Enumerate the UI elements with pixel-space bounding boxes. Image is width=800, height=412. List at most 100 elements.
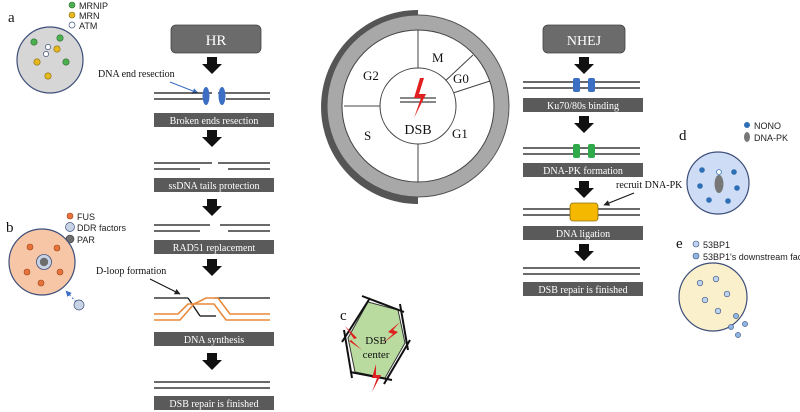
phase-label-g2: G2 [363,68,379,83]
down-arrow [574,244,594,261]
nono-dot [697,183,703,189]
nhej-step-box [523,282,643,296]
dna-fiber [349,371,393,381]
legend-swatch-nono [744,122,750,128]
ku70-80-protein [573,78,580,92]
nhej-step-box [523,98,643,112]
dna-d-loop [154,297,270,321]
down-arrow [202,57,222,74]
dsb-lightning-icon [414,78,426,118]
legend-label-mrn: MRN [79,11,100,21]
hr-pathway: HR DNA end resection Broken ends resecti… [96,24,274,410]
legend-label-ddr: DDR factors [77,223,127,233]
dsb-center-label-line2: center [363,349,390,361]
nhej-step-label: DNA ligation [556,229,610,240]
dsb-lightning-icon [382,322,400,344]
53bp1-dot [712,275,720,283]
53bp1-dot [696,279,704,287]
annotation-d-loop-formation: D-loop formation [96,266,166,277]
phase-divider [441,54,474,85]
hr-step-label: ssDNA tails protection [168,181,259,192]
down-arrow [202,259,222,276]
panel-e: e 53BP1 53BP1's downstream factors [676,236,800,338]
dna-pk-protein [573,144,580,158]
hr-step-label: Broken ends resection [170,116,259,127]
hr-step-label: DSB repair is finished [169,399,258,410]
53bp1-dot [714,307,722,315]
hr-step-box [154,113,274,127]
panel-d-letter: d [679,128,687,144]
nono-dot [725,198,731,204]
annotation-arrow [603,192,635,206]
mrnip-dot [30,38,38,46]
dna-rad51 [154,224,270,232]
down-arrow [202,130,222,147]
53bp1-downstream-dot [728,324,734,330]
legend-swatch-atm [68,21,76,29]
nhej-title: NHEJ [567,34,602,49]
mrn-dot [44,72,52,80]
dsb-center-circle [379,67,457,145]
recruitment-arrow [65,290,77,303]
mrnip-dot [62,58,70,66]
53bp1-downstream-dot [735,332,741,338]
down-arrow [574,116,594,133]
dna-pk-cluster [714,175,724,193]
nono-dot [734,185,740,191]
nucleus-e [678,262,748,332]
phase-label-m: M [432,50,444,65]
hr-title-box [170,24,262,54]
nono-dot [731,169,737,175]
dna-pk-protein [588,144,595,158]
53bp1-downstream-dot [733,313,739,319]
atm-dot [43,51,49,57]
phase-label-g0: G0 [453,71,469,86]
incoming-ddr-factor [73,299,85,311]
dna-ku-binding [523,78,640,92]
down-arrow [202,353,222,370]
nhej-step-box [523,226,643,240]
53bp1-downstream-dot [742,321,748,327]
legend-swatch-mrn [68,11,76,19]
nono-dot [716,169,722,175]
dna-fiber [399,303,409,351]
legend-swatch-fus [66,212,74,220]
legend-swatch-53bp1 [692,240,700,248]
dna-synthesis-strand [154,297,270,321]
dsb-center-label-line1: DSB [365,335,386,347]
panel-a-letter: a [8,10,15,26]
legend-label-53bp1: 53BP1 [703,240,730,250]
legend-label-fus: FUS [77,212,95,222]
nhej-pathway: NHEJ Ku70/80s binding DNA-PK formation r… [523,24,683,296]
legend-swatch-dna-pk [744,132,750,142]
annotation-arrow [149,278,181,295]
legend-label-dna-pk: DNA-PK [754,133,788,143]
mrn-dot [53,45,61,53]
dsb-lightning-icon [345,326,362,350]
fus-dot [26,243,34,251]
fus-dot [37,279,45,287]
legend-swatch-ddr [65,222,75,232]
panel-c: c DSB center [340,295,411,392]
dsb-lightning-icon [372,364,381,392]
53bp1-dot [723,290,731,298]
phase-divider [452,80,491,94]
nhej-step-label: DSB repair is finished [538,285,627,296]
fus-dot [56,268,64,276]
par-dot [39,257,49,267]
atm-dot [45,44,51,50]
down-arrow [574,181,594,198]
panel-d: d NONO DNA-PK [679,121,788,215]
ligase-complex [569,202,599,222]
mrn-dot [33,58,41,66]
panel-b: b FUS DDR factors PAR [6,212,127,311]
nhej-title-box [542,24,626,54]
fus-dot [53,244,61,252]
nono-dot [699,167,705,173]
annotation-dna-end-resection: DNA end resection [98,69,175,80]
panel-e-letter: e [676,236,683,252]
down-arrow [574,57,594,74]
dna-ssdna-tails [154,162,270,170]
legend-label-nono: NONO [754,121,781,131]
hr-step-box [154,332,274,346]
